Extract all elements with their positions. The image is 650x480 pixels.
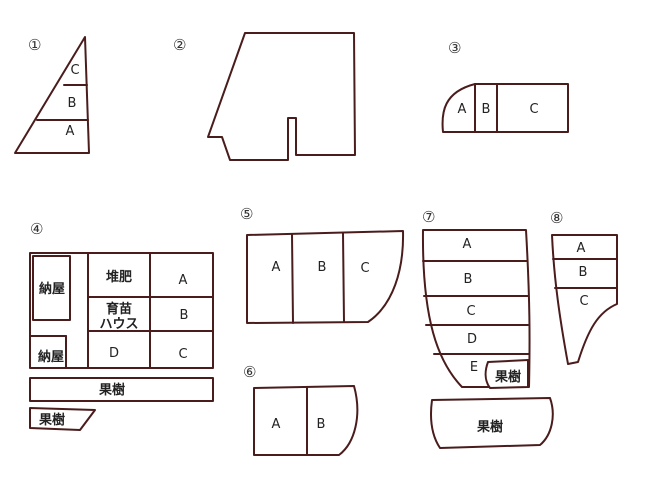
figure-6: ⑥ A B — [243, 363, 359, 456]
plot-label-d: D — [109, 346, 119, 361]
plot-label-d: D — [467, 332, 477, 347]
plot-label-c: C — [579, 294, 588, 309]
plot-label-b: B — [180, 308, 189, 323]
label-orchard-2: 果樹 — [476, 419, 503, 435]
plot-label-e: E — [470, 360, 478, 375]
figure-4: ④ 納屋 堆肥 A 育苗 ハウス B 納屋 D C 果樹 果樹 — [29, 220, 214, 431]
plot-label-b: B — [68, 96, 77, 111]
label-orchard-1: 果樹 — [98, 382, 125, 398]
plot-label-a: A — [272, 260, 281, 275]
label-orchard-2: 果樹 — [38, 412, 65, 428]
plot-label-b: B — [482, 102, 491, 117]
label-house: ハウス — [99, 317, 138, 332]
figure-2: ② — [173, 32, 356, 161]
label-seedling: 育苗 — [106, 301, 132, 317]
plot-label-a: A — [272, 417, 281, 432]
figure-5: ⑤ A B C — [240, 205, 405, 324]
plot-label-b: B — [318, 260, 327, 275]
plot-label-c: C — [70, 63, 79, 78]
plot-label-c: C — [178, 347, 187, 362]
plot-label-b: B — [317, 417, 326, 432]
figure-number: ⑦ — [422, 208, 435, 226]
plot-label-c: C — [529, 102, 538, 117]
figure-number: ① — [28, 36, 41, 54]
plot-label-a: A — [458, 102, 467, 117]
plot-label-a: A — [463, 237, 472, 252]
label-barn-2: 納屋 — [38, 349, 64, 365]
label-compost: 堆肥 — [106, 269, 132, 285]
figure-number: ② — [173, 36, 186, 54]
figure-number: ⑧ — [550, 209, 563, 227]
plot-label-c: C — [360, 261, 369, 276]
figure-number: ⑤ — [240, 205, 253, 223]
figure-8: ⑧ A B C — [550, 209, 618, 365]
figure-number: ③ — [448, 39, 461, 57]
label-orchard-1: 果樹 — [494, 369, 521, 385]
plot-label-b: B — [579, 265, 588, 280]
figure-number: ⑥ — [243, 363, 256, 381]
plot-label-a: A — [577, 241, 586, 256]
figure-7: ⑦ A B C D E 果樹 果樹 — [421, 208, 554, 449]
plot-label-c: C — [466, 304, 475, 319]
plot-label-a: A — [66, 124, 75, 139]
plot-label-b: B — [464, 272, 473, 287]
figure-3: ③ A B C — [441, 39, 569, 133]
figure-1: ① C B A — [14, 36, 90, 154]
plot-label-a: A — [179, 273, 188, 288]
label-barn-1: 納屋 — [39, 281, 65, 297]
figure-number: ④ — [30, 220, 43, 238]
